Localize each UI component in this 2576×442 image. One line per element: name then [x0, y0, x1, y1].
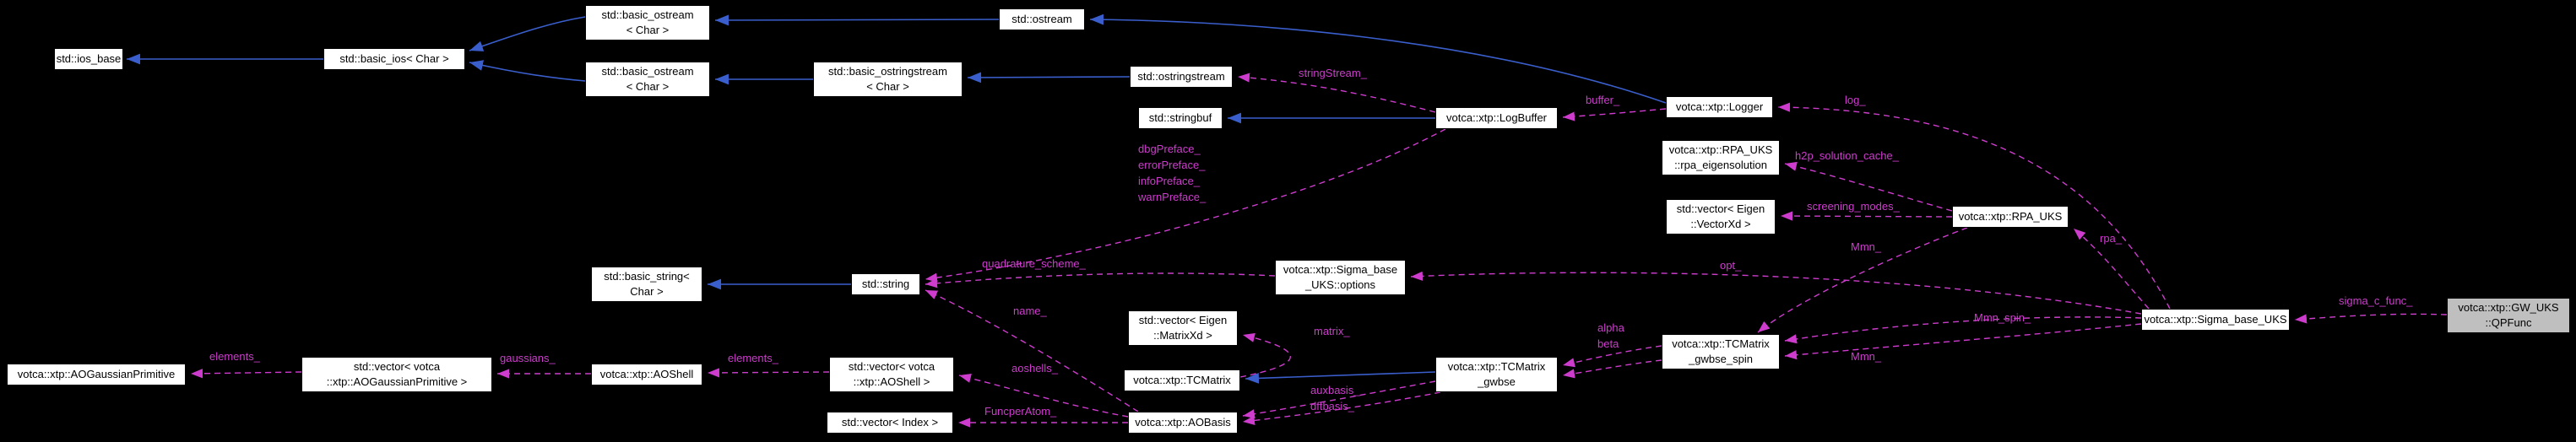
node-std-basic-ostream-top[interactable]: std::basic_ostream < Char >: [585, 5, 710, 40]
node-std-basic-ostringstream[interactable]: std::basic_ostringstream < Char >: [813, 62, 963, 97]
node-std-basic-string[interactable]: std::basic_string< Char >: [591, 267, 702, 302]
node-std-string[interactable]: std::string: [851, 273, 920, 295]
node-aogaussianprimitive[interactable]: votca::xtp::AOGaussianPrimitive: [7, 364, 186, 385]
edge-inherit-ostream-basicostreamA: [714, 14, 1000, 26]
edge-label-gaussians: gaussians_: [500, 352, 556, 364]
edge-use-sigmabase-options: [1410, 271, 2142, 315]
node-std-basic-ios[interactable]: std::basic_ios< Char >: [323, 48, 465, 70]
edge-use-qpfunc-sigmabase: [2294, 313, 2448, 324]
edge-label-sigma-c-func: sigma_c_func_: [2339, 294, 2413, 307]
edge-use-sigmabase-tcmspin-mmn: [1784, 323, 2142, 360]
edge-use-vectoraogp-aogp: [190, 369, 302, 379]
node-std-ostream[interactable]: std::ostream: [999, 8, 1085, 30]
edge-inherit-basicostreamB-basicios: [469, 60, 586, 82]
edge-use-sigmabase-rpauks: [2073, 228, 2150, 310]
edge-use-rpauks-vectorxd: [1780, 211, 1953, 221]
edge-label-prefaces: dbgPreface_ errorPreface_ infoPreface_ w…: [1138, 143, 1207, 203]
node-aobasis[interactable]: votca::xtp::AOBasis: [1128, 412, 1238, 434]
edge-use-tcmgwbse-aobasis-aux: [1242, 380, 1436, 419]
edge-label-aoshells: aoshells_: [1011, 362, 1058, 375]
edge-use-rpauks-tcmspin: [1757, 227, 1968, 333]
node-rpa-eigensolution[interactable]: votca::xtp::RPA_UKS ::rpa_eigensolution: [1662, 140, 1780, 175]
edge-inherit-ostringstream-basicostringstream: [967, 72, 1131, 84]
edge-label-rpa: rpa_: [2100, 232, 2123, 245]
edge-label-log: log_: [1845, 94, 1866, 106]
edge-label-screening-modes: screening_modes_: [1807, 200, 1900, 213]
edge-use-vectoraoshell-aoshell: [707, 368, 830, 378]
node-vector-index[interactable]: std::vector< Index >: [827, 412, 953, 434]
edge-label-mmn-bottom: Mmn_: [1851, 350, 1882, 363]
node-vector-matrixxd[interactable]: std::vector< Eigen ::MatrixXd >: [1128, 310, 1238, 346]
edge-use-tcmatrix-matrixxd: [1239, 332, 1291, 378]
edge-use-tcmspin-tcmgwbse-alpha: [1562, 345, 1662, 368]
node-vector-aogaussianprimitive[interactable]: std::vector< votca ::xtp::AOGaussianPrim…: [301, 357, 492, 392]
node-tcmatrix-gwbse-spin[interactable]: votca::xtp::TCMatrix _gwbse_spin: [1662, 334, 1780, 369]
edge-label-name: name_: [1013, 305, 1047, 317]
edge-label-elements-primitive: elements_: [209, 350, 260, 363]
edge-label-auxbasis-dftbasis: auxbasis_ dftbasis_: [1310, 384, 1360, 412]
node-std-ostringstream[interactable]: std::ostringstream: [1130, 66, 1233, 88]
edge-label-alpha-beta: alpha beta: [1597, 321, 1624, 350]
node-aoshell[interactable]: votca::xtp::AOShell: [591, 364, 702, 385]
edge-label-mmn-spin: Mmn_spin_: [1974, 311, 2031, 324]
node-logbuffer[interactable]: votca::xtp::LogBuffer: [1435, 107, 1558, 129]
node-vector-aoshell[interactable]: std::vector< votca ::xtp::AOShell >: [829, 357, 954, 392]
edge-use-tcmspin-tcmgwbse-beta: [1562, 359, 1662, 379]
edge-label-funcperatom: FuncperAtom_: [984, 405, 1057, 418]
node-logger[interactable]: votca::xtp::Logger: [1666, 96, 1773, 118]
edge-use-logbuffer-string: [925, 128, 1446, 283]
edge-use-sigmabase-logger: [1777, 102, 2171, 310]
node-tcmatrix[interactable]: votca::xtp::TCMatrix: [1124, 369, 1240, 391]
edge-use-rpauks-eigensolution: [1784, 161, 1953, 212]
edge-label-stringstream: stringStream_: [1299, 67, 1367, 79]
edge-use-aobasis-string: [925, 289, 1139, 412]
edge-use-tcmgwbse-aobasis-dft: [1242, 391, 1441, 425]
node-tcmatrix-gwbse[interactable]: votca::xtp::TCMatrix _gwbse: [1435, 357, 1558, 392]
node-gw-uks-qpfunc[interactable]: votca::xtp::GW_UKS ::QPFunc: [2447, 298, 2570, 333]
edge-use-options-string: [925, 272, 1276, 288]
node-std-basic-ostream-bottom[interactable]: std::basic_ostream < Char >: [585, 62, 710, 97]
node-sigma-base-uks-options[interactable]: votca::xtp::Sigma_base _UKS::options: [1275, 260, 1406, 295]
edge-use-logger-logbuffer: [1562, 108, 1667, 121]
edge-label-quadrature-scheme: quadrature_scheme_: [982, 257, 1086, 270]
edge-inherit-tcmgwbse-tcmatrix: [1245, 371, 1436, 384]
node-sigma-base-uks[interactable]: votca::xtp::Sigma_base_UKS: [2141, 309, 2290, 331]
node-vector-vectorxd[interactable]: std::vector< Eigen ::VectorXd >: [1666, 199, 1776, 234]
edge-use-aobasis-vectoraoshell: [958, 373, 1129, 418]
edge-label-elements-shell: elements_: [728, 352, 778, 364]
edge-label-h2p-solution-cache: h2p_solution_cache_: [1795, 149, 1899, 162]
edge-use-logbuffer-ostringstream: [1237, 73, 1436, 113]
edge-inherit-basicostreamA-basicios: [469, 16, 586, 51]
edge-label-opt: opt_: [1720, 259, 1742, 272]
edge-label-buffer: buffer_: [1586, 94, 1620, 106]
node-rpa-uks[interactable]: votca::xtp::RPA_UKS: [1952, 206, 2069, 228]
node-std-ios-base[interactable]: std::ios_base: [54, 48, 123, 70]
edge-inherit-logger-ostream: [1089, 13, 1667, 104]
node-std-stringbuf[interactable]: std::stringbuf: [1138, 107, 1223, 129]
edge-label-matrix: matrix_: [1314, 325, 1350, 337]
edge-label-mmn-top: Mmn_: [1851, 240, 1882, 253]
